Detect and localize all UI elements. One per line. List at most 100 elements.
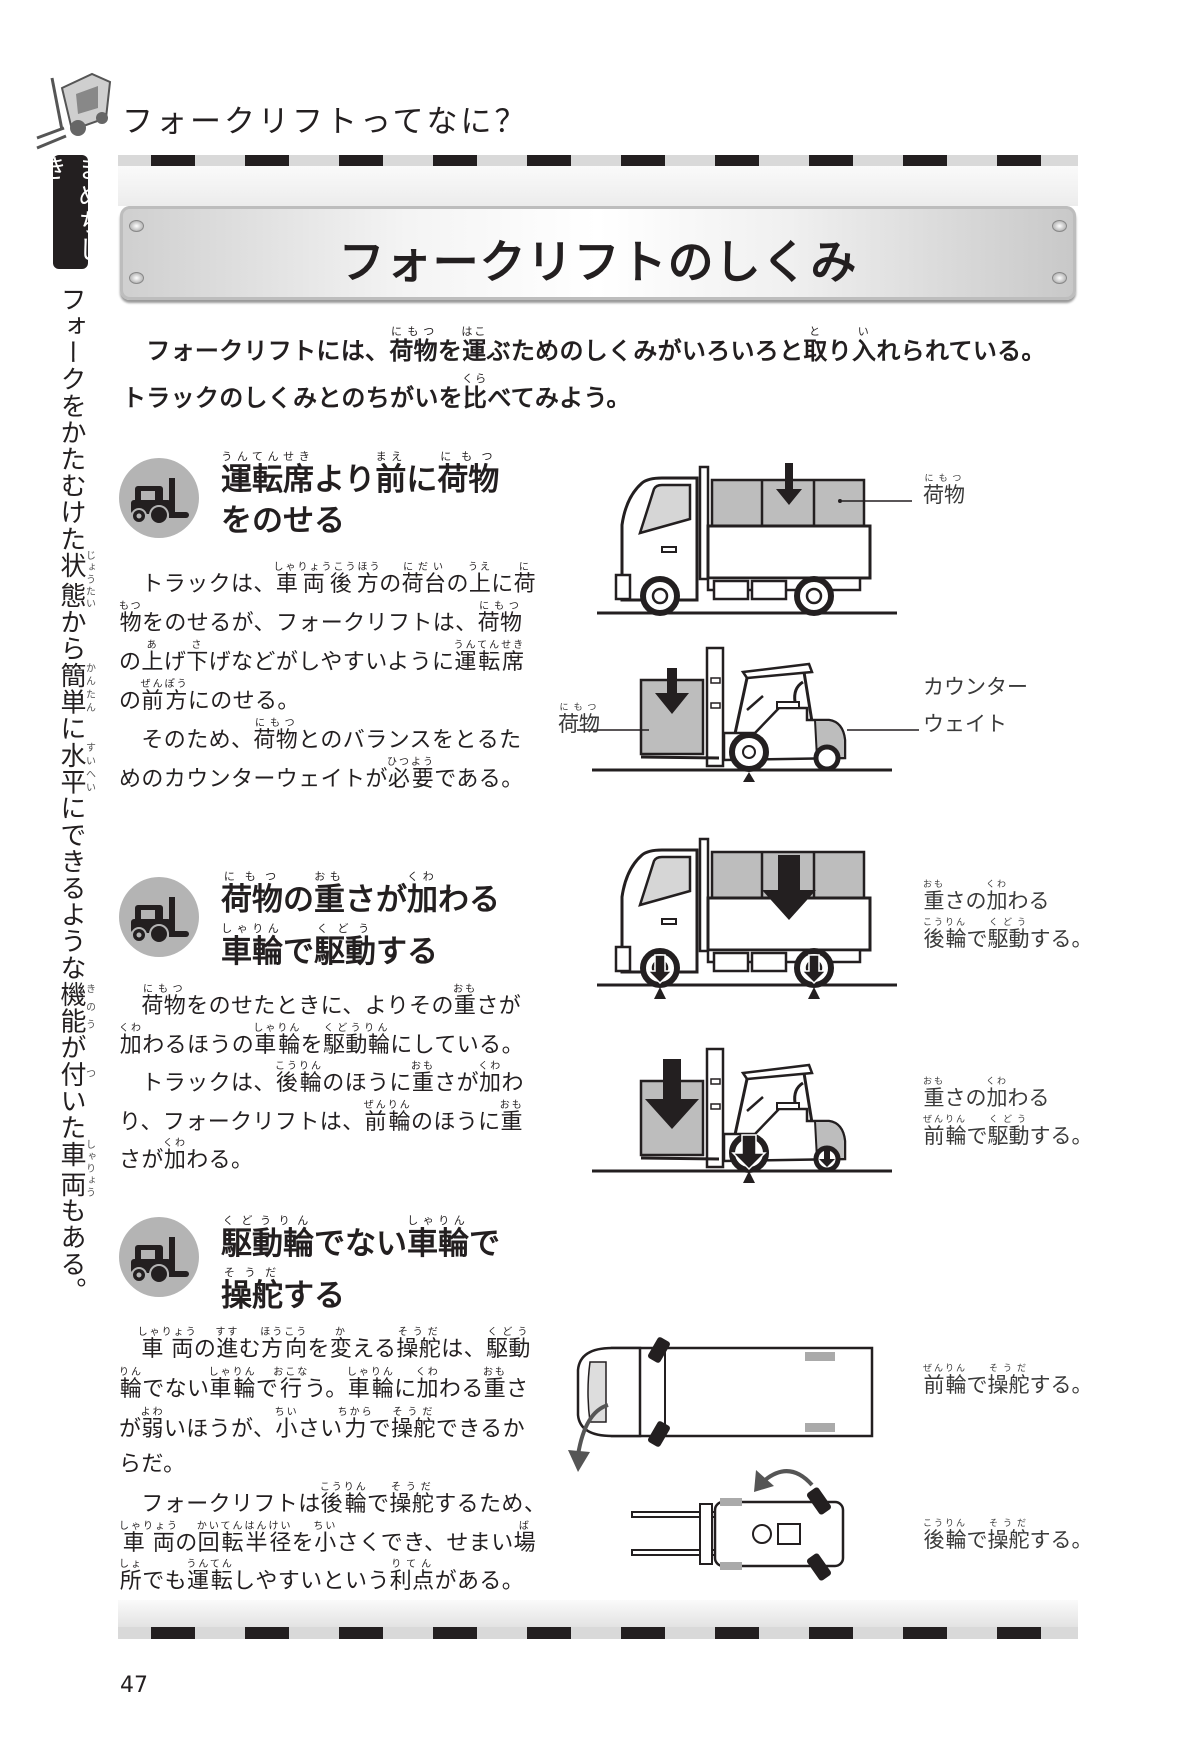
bottom-dashed-bar xyxy=(118,1627,1078,1639)
label-counterweight-1: カウンター xyxy=(923,675,1028,699)
ruby-word: 加くわ xyxy=(415,1367,440,1402)
ruby-word: 操舵そうだ xyxy=(987,1364,1030,1397)
ruby-word: 小ちい xyxy=(313,1521,338,1556)
label-truck-drive-2: 後輪こうりんで駆動くどうする。 xyxy=(923,918,1093,951)
ruby-word: 荷物にもつ xyxy=(253,718,299,753)
section-2-heading-line-2: 車輪しゃりんで駆動くどうする xyxy=(221,922,438,970)
forklift-header-icon xyxy=(36,72,112,150)
ruby-word: 物もつ xyxy=(119,601,143,636)
section-title: フォークリフトのしくみ xyxy=(338,235,858,289)
ruby-word: 操舵そうだ xyxy=(389,1482,435,1517)
ruby-word: 重おも xyxy=(453,984,478,1019)
top-dashed-bar xyxy=(118,155,1078,167)
ruby-word: 駆動くどう xyxy=(314,922,376,970)
ruby-word: 重おも xyxy=(314,870,345,918)
section-2-body-line: さが加くわわる。 xyxy=(119,1138,254,1173)
ruby-word: 駆動輪くどうりん xyxy=(323,1023,391,1058)
ruby-word: 荷物にもつ xyxy=(221,870,283,918)
ruby-word: 水平すいへい xyxy=(56,741,95,795)
ruby-word: 加くわ xyxy=(986,880,1009,913)
ruby-word: 機能きのう xyxy=(56,981,95,1035)
label-forklift-steer: 後輪こうりんで操舵そうだする。 xyxy=(923,1519,1093,1552)
fulcrum-icon xyxy=(654,987,666,999)
down-arrow-icon xyxy=(655,668,689,714)
ruby-word: 駆動くどう xyxy=(987,1115,1030,1148)
section-2-body-line: トラックは、後輪こうりんのほうに重おもさが加くわわ xyxy=(119,1061,524,1096)
fulcrum-icon xyxy=(743,1171,755,1183)
ruby-word: 操舵そうだ xyxy=(391,1407,436,1442)
label-load-truck: 荷物にもつ xyxy=(923,474,965,514)
ruby-word: 重おも xyxy=(923,880,946,913)
label-load-forklift: 荷物にもつ xyxy=(558,703,600,743)
ruby-word: 荷台にだい xyxy=(401,562,447,597)
ruby-word: 車輪しゃりん xyxy=(208,1367,257,1402)
ruby-word: 重おも xyxy=(923,1077,946,1110)
ruby-word: 加くわ xyxy=(478,1061,503,1096)
ruby-word: 車輪しゃりん xyxy=(221,922,283,970)
section-3-heading-line-2: 操舵そうだする xyxy=(221,1266,345,1314)
ruby-word: 運転うんてん xyxy=(186,1559,234,1594)
ruby-word: 取と xyxy=(803,325,828,365)
label-counterweight-2: ウェイト xyxy=(923,712,1007,736)
section-2-body-line: 加くわわるほうの車輪しゃりんを駆動輪くどうりんにしている。 xyxy=(119,1023,524,1058)
ruby-word: 所しょ xyxy=(119,1559,143,1594)
ruby-word: 重おも xyxy=(411,1061,436,1096)
ruby-word: 操舵そうだ xyxy=(396,1327,442,1362)
ruby-word: 重おも xyxy=(482,1367,507,1402)
screw-icon xyxy=(129,220,144,232)
screw-icon xyxy=(1052,272,1067,284)
section-3-body-line: 所しょでも運転うんてんしやすいという利点りてんがある。 xyxy=(119,1559,525,1594)
ruby-word: 荷物にもつ xyxy=(923,474,965,507)
ruby-word: 変か xyxy=(329,1327,353,1362)
ruby-word: 駆動くどう xyxy=(987,918,1030,951)
section-1-body-line: の前方ぜんぽうにのせる。 xyxy=(119,679,300,714)
ruby-word: 下さ xyxy=(186,640,209,675)
ruby-word: 運はこ xyxy=(461,325,488,365)
screw-icon xyxy=(129,272,144,284)
ruby-word: 荷物にもつ xyxy=(437,450,500,498)
ruby-word: 加くわ xyxy=(119,1023,143,1058)
bottom-band xyxy=(118,1600,1078,1627)
ruby-word: 運転席うんてんせき xyxy=(221,450,314,498)
label-truck-steer: 前輪ぜんりんで操舵そうだする。 xyxy=(923,1364,1093,1397)
ruby-word: 力ちから xyxy=(337,1407,374,1442)
intro-line-1: フォークリフトには、荷物にもつを運はこぶためのしくみがいろいろと取とり入いれられ… xyxy=(122,325,1046,365)
down-arrow-icon xyxy=(776,463,802,505)
section-1-body-line: 物もつをのせるが、フォークリフトは、荷物にもつ xyxy=(119,601,523,636)
section-3-body-line: フォークリフトは後輪こうりんで操舵そうだするため、 xyxy=(119,1482,547,1517)
ruby-word: 利点りてん xyxy=(389,1559,435,1594)
fulcrum-icon xyxy=(808,987,820,999)
ruby-word: 上あ xyxy=(141,640,164,675)
section-1-body-line: めのカウンターウェイトが必要ひつようである。 xyxy=(119,757,524,792)
forklift-drive-diagram xyxy=(592,1049,892,1183)
ruby-word: 後輪こうりん xyxy=(923,1519,968,1552)
ruby-word: 後輪こうりん xyxy=(319,1482,368,1517)
truck-side-diagram xyxy=(597,463,912,613)
ruby-word: 比くら xyxy=(462,372,489,412)
ruby-word: 荷に xyxy=(513,562,537,597)
label-forklift-drive-1: 重おもさの加くわわる xyxy=(923,1077,1050,1110)
ruby-word: 車両しゃりょう xyxy=(119,1521,179,1556)
ruby-word: 車両後方しゃりょうこうほう xyxy=(273,562,382,597)
section-3-body-line: 車両しゃりょうの進すすむ方向ほうこうを変かえる操舵そうだは、駆動くどう xyxy=(137,1327,531,1362)
ruby-word: 運転席うんてんせき xyxy=(453,640,526,675)
ruby-word: 駆動輪くどうりん xyxy=(221,1214,314,1262)
title-plate: フォークリフトのしくみ xyxy=(120,206,1076,300)
ruby-word: 簡単かんたん xyxy=(56,661,95,716)
ruby-word: 後輪こうりん xyxy=(923,918,968,951)
ruby-word: 車両しゃりょう xyxy=(56,1138,95,1199)
ruby-word: 状態じょうたい xyxy=(56,550,95,611)
ruby-word: 場ば xyxy=(513,1521,537,1556)
forklift-section-icon xyxy=(119,877,199,957)
ruby-word: 荷物にもつ xyxy=(389,325,438,365)
section-1-body-line: の上あげ下さげなどがしやすいように運転席うんてんせき xyxy=(119,640,526,675)
section-3-body-line: が弱よわいほうが、小ちいさい力ちからで操舵そうだできるか xyxy=(119,1407,525,1442)
section-1-body-line: そのため、荷物にもつとのバランスをとるた xyxy=(119,718,522,753)
section-3-body-line: らだ。 xyxy=(119,1452,186,1477)
ruby-word: 行おこな xyxy=(273,1367,310,1402)
turn-arrow-icon xyxy=(754,1470,774,1492)
ruby-word: 弱よわ xyxy=(140,1407,165,1442)
section-1-heading-line-2: をのせる xyxy=(221,503,345,539)
section-3-body-line: 輪りんでない車輪しゃりんで行おこなう。車輪しゃりんに加くわわる重おもさ xyxy=(119,1367,529,1402)
down-arrow-icon xyxy=(645,1059,699,1129)
